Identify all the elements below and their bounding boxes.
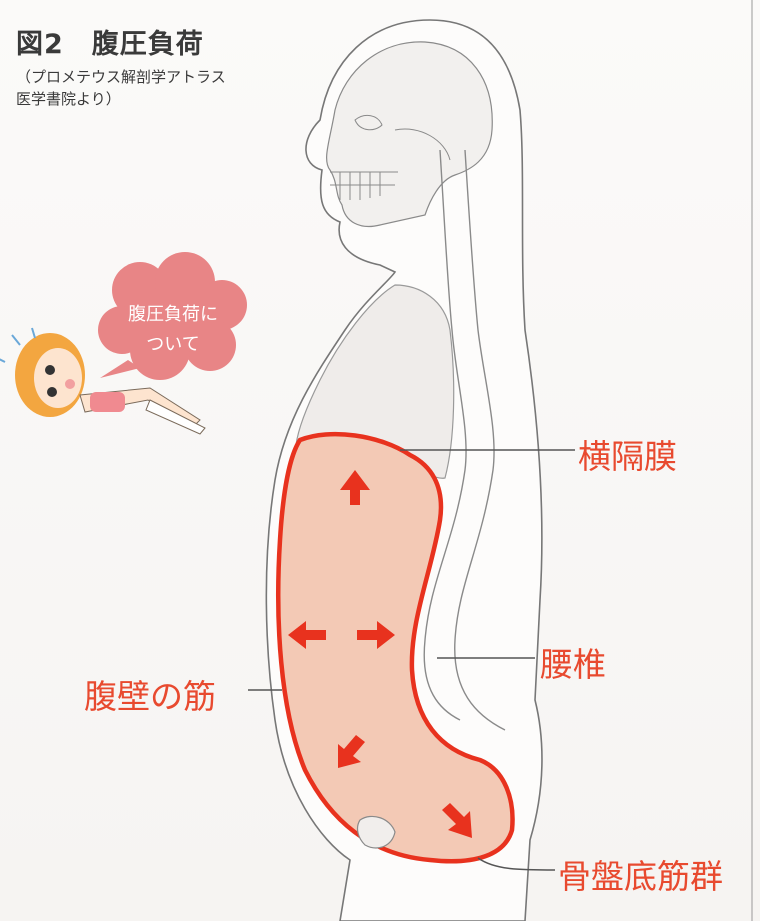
figure-title: 図2 腹圧負荷: [16, 22, 204, 61]
figure-source: （プロメテウス解剖学アトラス 医学書院より）: [16, 66, 286, 110]
speech-bubble-text[interactable]: 腹圧負荷に ついて: [108, 300, 238, 360]
bubble-line-2: ついて: [108, 330, 238, 360]
bubble-line-1: 腹圧負荷に: [108, 300, 238, 330]
label-diaphragm: 横隔膜: [578, 430, 677, 478]
source-line-2: 医学書院より）: [16, 88, 286, 110]
label-abdominal-wall: 腹壁の筋: [84, 670, 216, 718]
label-lumbar-spine: 腰椎: [540, 638, 606, 686]
label-pelvic-floor: 骨盤底筋群: [558, 850, 723, 898]
source-line-1: （プロメテウス解剖学アトラス: [16, 66, 286, 88]
